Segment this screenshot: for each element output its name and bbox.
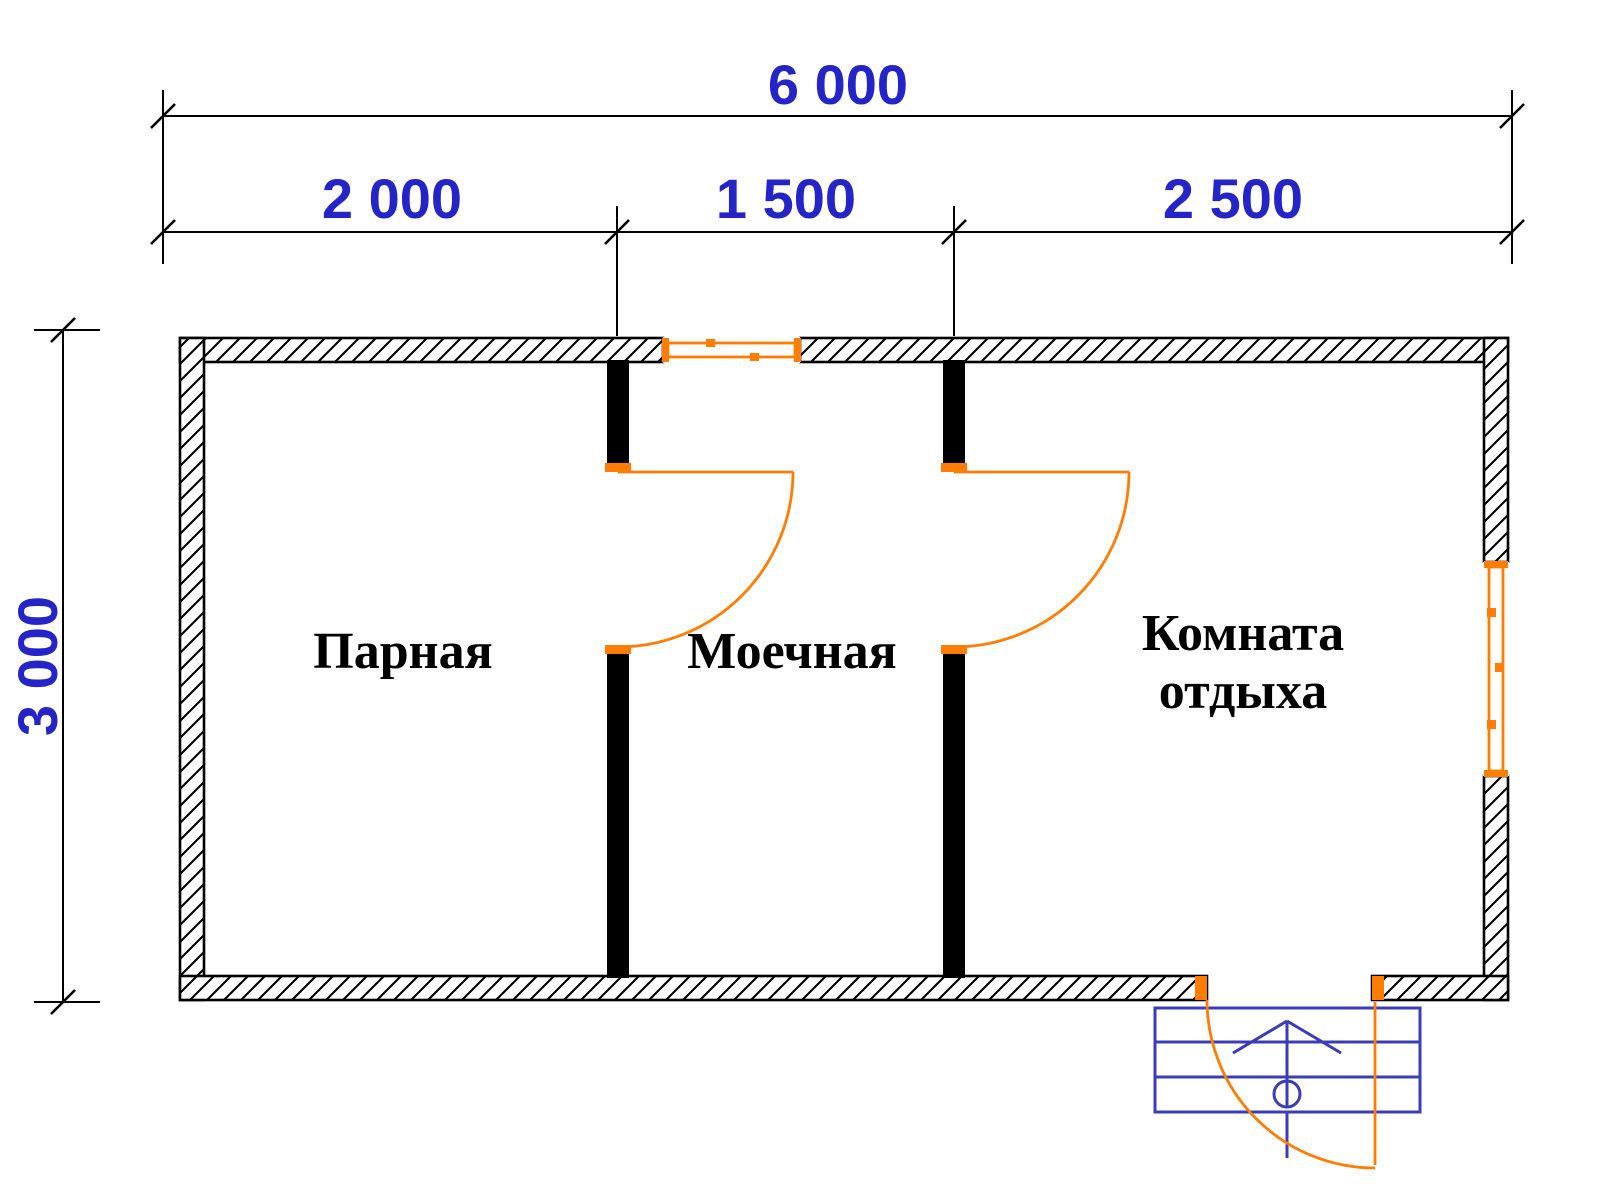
entrance-jamb-cap-right <box>1372 976 1384 1000</box>
dimension-total-width-label: 6 000 <box>768 53 908 116</box>
outer-wall-left <box>178 336 206 1002</box>
dimension-segment-label-3: 2 500 <box>1163 167 1303 230</box>
dimension-height-label: 3 000 <box>6 596 69 736</box>
dim-tick <box>50 989 76 1015</box>
window-right-mullion-3 <box>1487 720 1496 729</box>
dim-tick <box>604 219 630 245</box>
interior-wall-2-upper <box>943 360 965 472</box>
window-right-mullion-2 <box>1495 663 1504 672</box>
window-top-frame <box>666 341 797 359</box>
stairs-arrowhead-left <box>1232 1019 1288 1055</box>
window-right-jamb-top <box>1484 561 1508 568</box>
door1-jamb-cap-upper <box>605 463 631 472</box>
dim-tick <box>1499 103 1525 129</box>
dim-tick <box>150 219 176 245</box>
door-swing-1 <box>617 470 795 649</box>
stairs-arrow-origin-circle <box>1272 1079 1302 1109</box>
stairs-arrowhead-right <box>1286 1019 1342 1055</box>
window-right-jamb-bottom <box>1484 770 1508 777</box>
window-top <box>662 337 801 363</box>
interior-wall-1-upper <box>607 360 629 472</box>
dimension-segment-label-1: 2 000 <box>322 167 462 230</box>
dim-tick <box>941 219 967 245</box>
window-top-jamb-left <box>662 338 669 362</box>
outer-wall-bottom-right-segment <box>1370 974 1510 1002</box>
window-top-mullion-2 <box>750 353 759 361</box>
door1-jamb-cap-lower <box>605 645 631 654</box>
room-label-rest-line2: отдыха <box>1159 663 1327 720</box>
interior-walls <box>607 360 965 978</box>
outer-wall-top-left-segment <box>178 336 665 364</box>
room-label-steam: Парная <box>313 623 492 680</box>
entrance-door-swing-arc <box>1205 999 1376 1170</box>
dimension-lines <box>34 90 1525 1015</box>
outer-wall-top-right-segment <box>798 336 1510 364</box>
outer-wall-right-lower-segment <box>1482 774 1510 1002</box>
room-label-washing: Моечная <box>687 623 897 680</box>
room-label-rest-line1: Комната <box>1142 605 1344 662</box>
window-right <box>1483 561 1509 777</box>
window-top-jamb-right <box>794 338 801 362</box>
window-right-mullion-1 <box>1487 608 1496 617</box>
interior-wall-1-lower <box>607 647 629 978</box>
entrance-door-swing <box>1205 999 1377 1170</box>
outer-wall-bottom-left-segment <box>178 974 1209 1002</box>
window-top-mullion-1 <box>706 339 715 347</box>
outer-walls <box>178 336 1510 1002</box>
door2-jamb-cap-upper <box>941 463 967 472</box>
dim-tick <box>1499 219 1525 245</box>
dim-tick <box>150 103 176 129</box>
door2-jamb-cap-lower <box>941 645 967 654</box>
dim-tick <box>50 317 76 343</box>
door2-swing-arc <box>953 471 1131 649</box>
door-swing-2 <box>953 470 1131 649</box>
door1-swing-arc <box>617 471 795 649</box>
outer-wall-right-upper-segment <box>1482 336 1510 564</box>
entrance-jamb-cap-left <box>1195 976 1207 1000</box>
door-jamb-caps <box>605 463 1384 1000</box>
dimension-segment-label-2: 1 500 <box>716 167 856 230</box>
interior-wall-2-lower <box>943 647 965 978</box>
entrance-steps <box>1153 1006 1422 1158</box>
